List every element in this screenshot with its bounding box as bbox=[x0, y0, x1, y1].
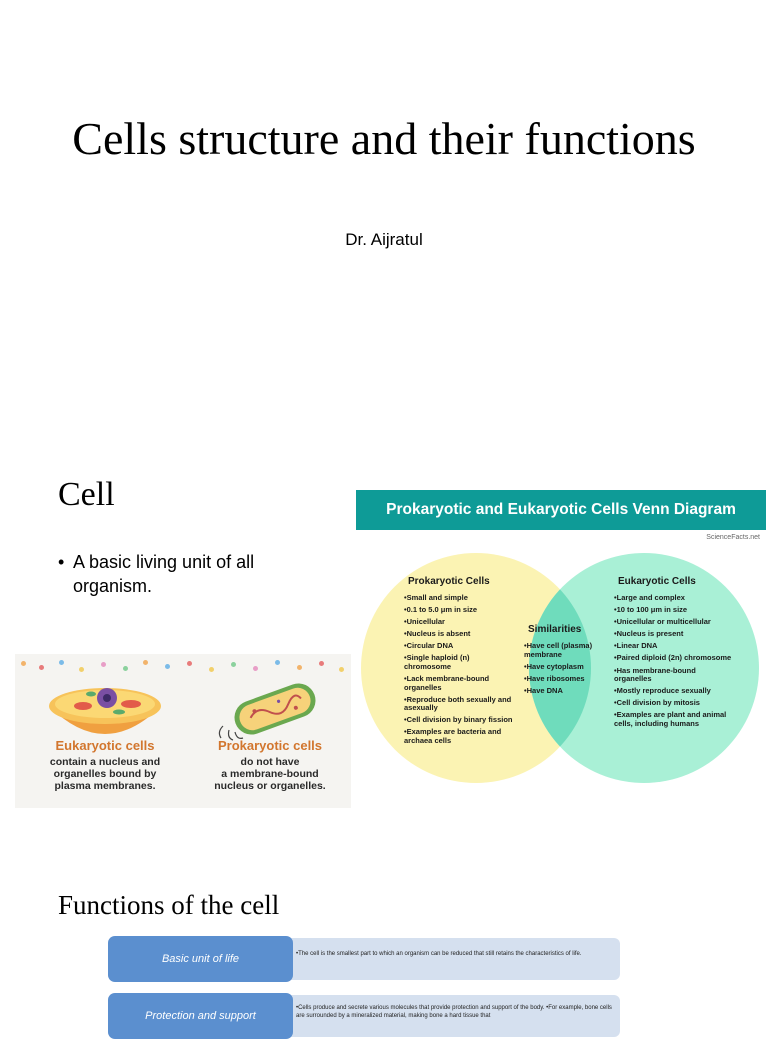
prokaryotic-caption-title: Prokaryotic cells bbox=[217, 738, 323, 753]
similarities-title: Similarities bbox=[528, 624, 582, 635]
title-slide: Cells structure and their functions Dr. … bbox=[0, 0, 768, 440]
function-row: •The cell is the smallest part to which … bbox=[108, 936, 620, 982]
prokaryotic-list: •Small and simple •0.1 to 5.0 μm in size… bbox=[404, 593, 513, 745]
cell-types-illustration: Eukaryotic cells contain a nucleus and o… bbox=[15, 654, 351, 808]
prokaryotic-circle bbox=[361, 553, 591, 783]
function-label-box: Basic unit of life bbox=[108, 936, 293, 982]
function-description: •The cell is the smallest part to which … bbox=[284, 938, 620, 980]
eukaryotic-title: Eukaryotic Cells bbox=[618, 576, 696, 587]
venn-diagram: Prokaryotic and Eukaryotic Cells Venn Di… bbox=[356, 490, 766, 808]
function-description: •Cells produce and secrete various molec… bbox=[284, 995, 620, 1037]
cell-slide: Cell A basic living unit of all organism… bbox=[0, 470, 768, 830]
eukaryotic-circle bbox=[529, 553, 759, 783]
sciencefacts-logo: ScienceFacts.net bbox=[706, 534, 760, 541]
prokaryotic-caption-desc: do not have a membrane-bound nucleus or … bbox=[214, 756, 326, 792]
eukaryotic-caption-title: Eukaryotic cells bbox=[55, 738, 155, 753]
slide-title: Cells structure and their functions bbox=[72, 113, 696, 164]
function-row: •Cells produce and secrete various molec… bbox=[108, 993, 620, 1039]
decorative-dots bbox=[15, 658, 351, 676]
eukaryotic-caption-desc: contain a nucleus and organelles bound b… bbox=[49, 756, 161, 792]
cell-heading: Cell bbox=[58, 476, 115, 513]
venn-circles bbox=[361, 553, 759, 783]
similarities-list: •Have cell (plasma) membrane •Have cytop… bbox=[524, 641, 593, 695]
slide-subtitle: Dr. Aijratul bbox=[345, 230, 423, 249]
eukaryotic-list: •Large and complex •10 to 100 μm in size… bbox=[614, 593, 732, 728]
bullet-item: A basic living unit of all organism. bbox=[58, 550, 318, 598]
venn-banner-title: Prokaryotic and Eukaryotic Cells Venn Di… bbox=[356, 490, 766, 530]
prokaryotic-title: Prokaryotic Cells bbox=[408, 576, 490, 587]
function-label-box: Protection and support bbox=[108, 993, 293, 1039]
prokaryotic-cell-icon bbox=[218, 683, 316, 741]
functions-slide: Functions of the cell •The cell is the s… bbox=[0, 870, 768, 1039]
functions-heading: Functions of the cell bbox=[58, 890, 280, 920]
eukaryotic-cell-icon bbox=[49, 688, 161, 734]
cell-bullet-list: A basic living unit of all organism. bbox=[58, 550, 318, 598]
